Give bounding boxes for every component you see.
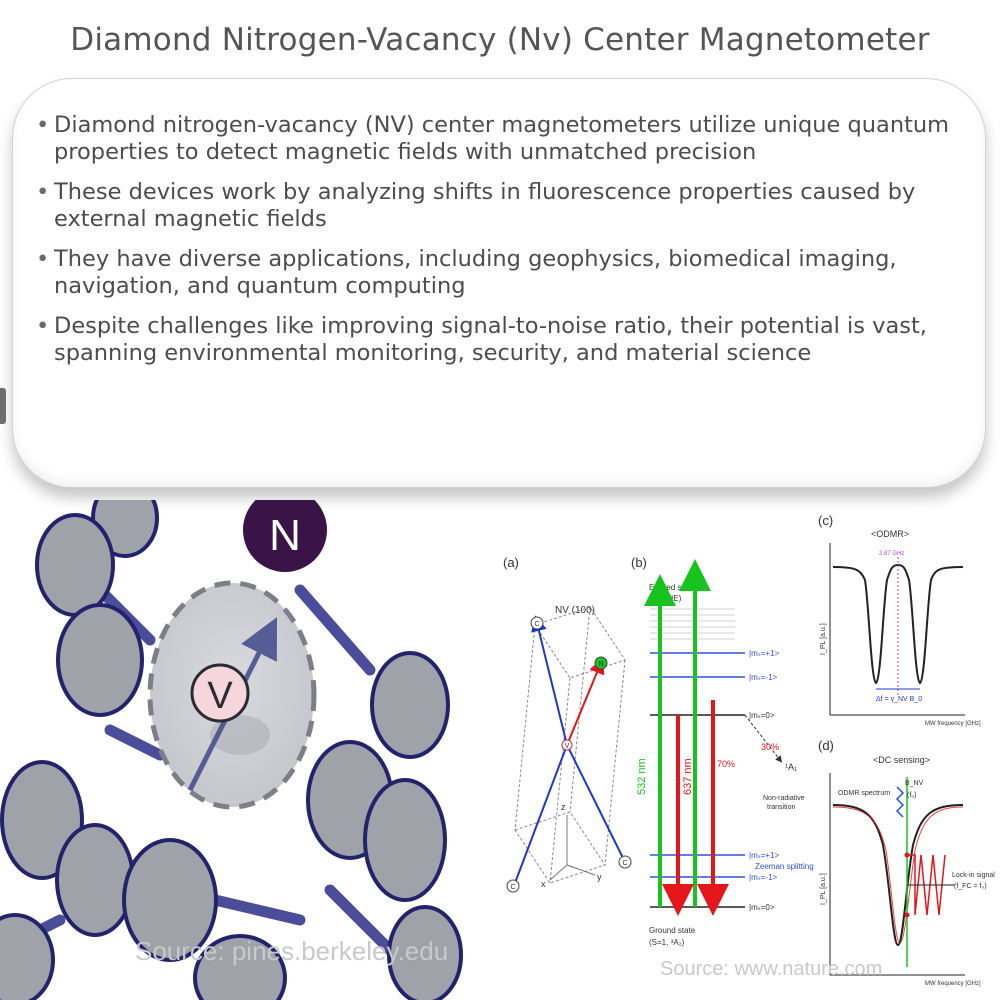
atom-v [561,739,573,751]
vacancy-label: V [207,675,233,717]
nonrad-label-1: Non-radiative [763,795,805,802]
panel-d-title: <DC sensing> [873,755,930,765]
nitrogen-atom [243,500,327,572]
vacancy-atom [190,663,250,723]
panel-c-xlabel: MW frequency [GHz] [925,721,981,727]
nv-schematic-svg: (a) NV (100) C N V C C [503,513,995,987]
nv-lattice-illustration: N V Source: pines.berkeley.edu [0,500,470,1000]
atom-c-3-label: C [622,860,627,867]
f0-label: (f₀) [907,792,917,799]
ground-ms-p1: |mₛ=+1> [749,851,780,860]
excited-ms-m1: |mₛ=-1> [749,673,778,682]
nitrogen-label: N [269,511,301,560]
right-source-watermark: Source: www.nature.com [660,958,882,980]
ground-ms-m1: |mₛ=-1> [749,873,778,882]
nm-532-label: 532 nm [636,758,648,795]
bnv-label: B_NV [905,780,924,787]
panel-a: (a) NV (100) C N V C C [503,555,632,893]
atom-c-1 [530,616,544,630]
bullet-item: Diamond nitrogen-vacancy (NV) center mag… [34,112,974,166]
page-title: Diamond Nitrogen-Vacancy (Nv) Center Mag… [70,22,930,58]
nv-lattice-svg: N V Source: pines.berkeley.edu [0,500,463,1000]
panel-d: (d) <DC sensing> ODMR spectrum B_NV (f₀)… [818,738,995,987]
odmr-spectrum-label: ODMR spectrum [838,790,890,797]
atom-c-2 [506,879,520,893]
excited-spin-label: (S=1, ³E) [649,594,682,603]
panel-b-label: (b) [631,555,647,570]
excited-state-label: Excited state [649,583,695,592]
lockin-point-bottom [904,912,910,918]
dc-odmr-curve [832,804,964,947]
atom-c-2-label: C [510,884,515,891]
axis-y-label: y [597,872,602,882]
bullet-item: They have diverse applications, includin… [34,246,974,300]
bond-up-left [531,615,568,746]
zeeman-label: Zeeman splitting [755,862,814,871]
left-source-watermark: Source: pines.berkeley.edu [135,936,448,966]
delta-f-label: Δf = γ_NV B_0 [876,696,922,703]
bullet-list: Diamond nitrogen-vacancy (NV) center mag… [34,112,974,380]
atom-c-3 [618,855,632,869]
axis-x-label: x [541,879,546,889]
panel-c-title: <ODMR> [871,529,909,539]
bullet-item: Despite challenges like improving signal… [34,313,974,367]
panel-c: (c) <ODMR> 2.87 GHz Δf = γ_NV B_0 I_PL [… [818,513,981,727]
excited-ms-p1: |mₛ=+1> [749,649,780,658]
dc-shifted-curve [832,806,964,944]
atom-n [594,656,608,670]
atom-n-label: N [598,661,603,668]
atom-v-label: V [565,743,570,750]
nm-637-label: 637 nm [682,758,694,795]
card-edge-mark [0,388,6,424]
panel-c-ylabel: I_PL [a.u.] [820,623,827,655]
bond-down-left [514,744,568,884]
ground-spin-label: (S=1, ³A₂) [649,938,685,947]
axes-triad [549,815,596,881]
excited-ms-0: |mₛ=0> [749,711,775,720]
panel-c-center-freq: 2.87 GHz [879,551,904,557]
atom-c-1-label: C [534,621,539,628]
unit-cell [514,606,626,884]
axis-z-label: z [561,802,566,812]
panel-d-label: (d) [818,738,834,753]
carbon-atoms [0,500,463,1000]
bullet-item: These devices work by analyzing shifts i… [34,179,974,233]
bond-down-right [566,744,624,859]
nonrad-label-2: transition [767,804,796,811]
ground-state-label: Ground state [649,926,696,935]
lockin-label-1: Lock-in signal [952,872,995,879]
pct-30-label: 30% [761,742,779,752]
isc-arrow [744,714,783,763]
panel-a-label: (a) [503,555,519,570]
ground-ms-0: |mₛ=0> [749,903,775,912]
panel-d-ylabel: I_PL [a.u.] [820,873,827,905]
phonon-band [650,608,735,640]
bond-to-n [566,657,605,746]
panel-a-title: NV (100) [555,605,595,616]
pct-70-label: 70% [717,759,735,769]
panel-b: (b) Excited state (S=1, ³E) |mₛ=+1> |mₛ=… [631,555,814,947]
singlet-label: ¹A₁ [785,762,797,772]
panel-d-xlabel: MW frequency [GHz] [925,981,981,987]
bnv-coil-icon [895,786,905,818]
panel-c-label: (c) [818,513,833,528]
lockin-point-top [904,852,910,858]
lockin-label-2: (f_FC = f₀) [954,883,987,890]
nv-schematic-figure: (a) NV (100) C N V C C [495,505,1000,1000]
